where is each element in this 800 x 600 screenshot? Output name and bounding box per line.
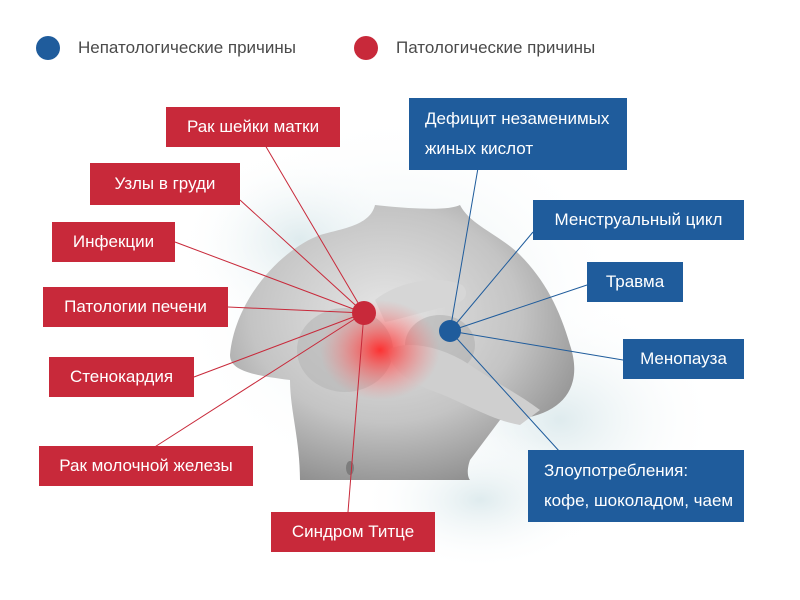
cause-label: Травма (605, 272, 665, 291)
legend-item-pathological: Патологические причины (354, 36, 595, 60)
cause-label: Стенокардия (69, 367, 174, 386)
cause-overconsumption: Злоупотребления: кофе, шоколадом, чаем (528, 450, 744, 522)
cause-label: Синдром Титце (291, 522, 415, 541)
cause-infections: Инфекции (52, 222, 175, 262)
blue-dot-icon (36, 36, 60, 60)
cause-trauma: Травма (587, 262, 683, 302)
non-pathological-hub (439, 320, 461, 342)
cause-label-line1: Злоупотребления: (544, 461, 689, 480)
legend-label-pathological: Патологические причины (396, 38, 596, 57)
legend: Непатологические причины Патологические … (36, 36, 636, 66)
cause-liver-pathology: Патологии печени (43, 287, 228, 327)
cause-label-line1: Дефицит незаменимых (425, 109, 610, 128)
red-connector-lines (149, 144, 365, 513)
cause-breast-nodules: Узлы в груди (90, 163, 240, 205)
cause-label-line2: жиных кислот (425, 139, 534, 158)
cause-breast-cancer: Рак молочной железы (39, 446, 253, 486)
torso-figure (230, 205, 575, 480)
cause-fatty-acid-deficiency: Дефицит незаменимых жиных кислот (409, 98, 627, 170)
legend-label-non-pathological: Непатологические причины (78, 38, 296, 57)
cause-label: Патологии печени (64, 297, 207, 316)
cause-menopause: Менопауза (623, 339, 744, 379)
legend-item-non-pathological: Непатологические причины (36, 36, 296, 60)
cause-label-line2: кофе, шоколадом, чаем (544, 491, 734, 510)
blue-connector-lines (449, 167, 624, 453)
red-dot-icon (354, 36, 378, 60)
cause-label: Рак молочной железы (59, 456, 233, 475)
cause-menstrual-cycle: Менструальный цикл (533, 200, 744, 240)
cause-cervical-cancer: Рак шейки матки (166, 107, 340, 147)
cause-label: Рак шейки матки (186, 117, 320, 136)
cause-label: Инфекции (72, 232, 155, 251)
cause-tietze-syndrome: Синдром Титце (271, 512, 435, 552)
pathological-hub (352, 301, 376, 325)
cause-label: Менопауза (640, 349, 727, 368)
cause-label: Узлы в груди (114, 174, 216, 193)
cause-label: Менструальный цикл (554, 210, 723, 229)
cause-angina: Стенокардия (49, 357, 194, 397)
